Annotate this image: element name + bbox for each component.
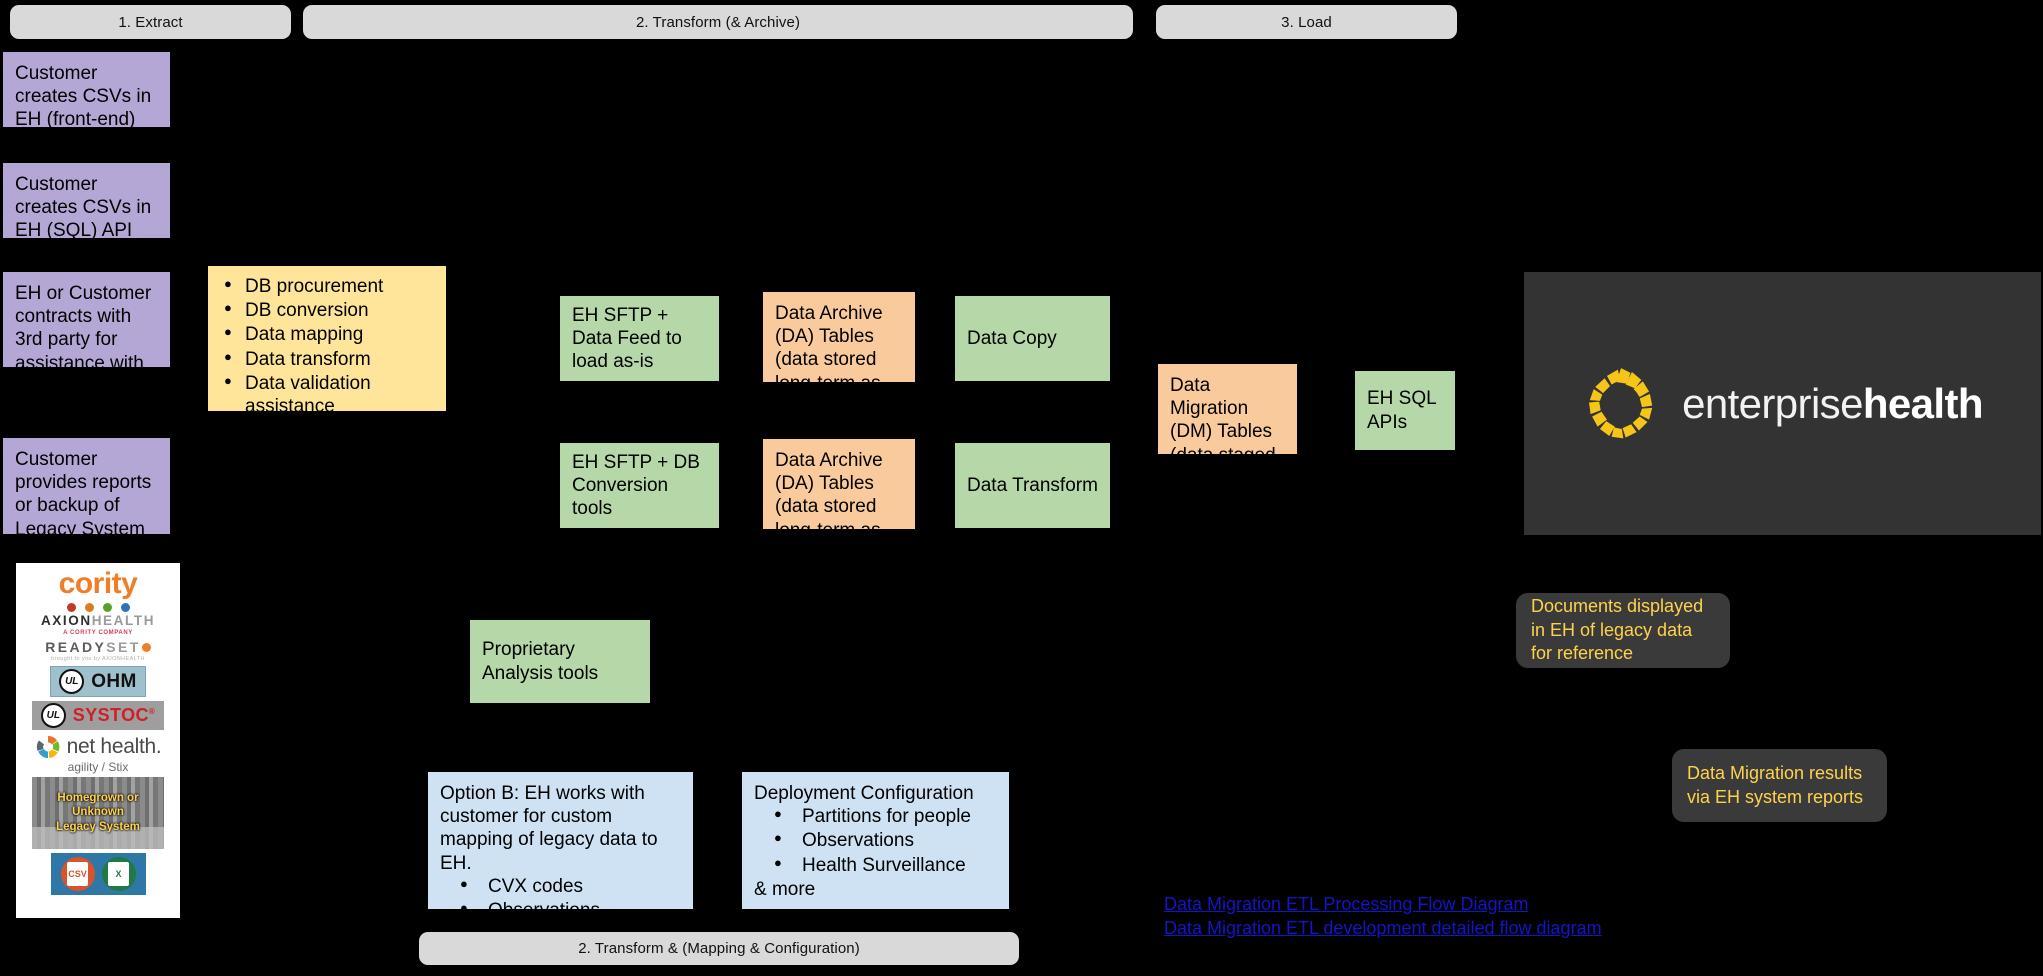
transform-box-data-archive-tables-1[interactable]: Data Archive (DA) Tables (data stored lo…	[763, 292, 915, 417]
phase-header-load[interactable]: 3. Load	[1156, 5, 1457, 39]
list-item: DB procurement	[220, 274, 435, 298]
list-item: Data transform	[220, 347, 435, 371]
logo-ul-ohm: UL OHM	[16, 665, 180, 697]
ul-mark-icon: UL	[40, 702, 66, 728]
transform-box-eh-sftp-data-feed[interactable]: EH SFTP + Data Feed to load as-is	[560, 296, 719, 381]
extract-box-legacy-backup[interactable]: Customer provides reports or backup of L…	[3, 438, 170, 540]
phase-header-transform-mapping[interactable]: 2. Transform & (Mapping & Configuration)	[419, 932, 1019, 965]
legacy-line-2: Legacy System	[56, 820, 140, 833]
extract-box-csv-sql[interactable]: Customer creates CSVs in EH (SQL) API fo…	[3, 163, 170, 265]
mapping-list: Partitions for people Observations Healt…	[754, 804, 998, 878]
list-item: Observations	[440, 898, 682, 922]
list-item: Observations	[754, 828, 998, 852]
net-health-wheel-icon	[35, 734, 61, 760]
phase-header-extract[interactable]: 1. Extract	[10, 5, 291, 39]
legacy-system-overlay-text: Homegrown or Unknown Legacy System	[32, 791, 164, 834]
extract-box-third-party[interactable]: EH or Customer contracts with 3rd party …	[3, 272, 170, 397]
logo-cority: cority	[58, 567, 138, 600]
list-item: DB conversion	[220, 298, 435, 322]
brand-row: enterprisehealth	[1582, 365, 1984, 443]
proprietary-analysis-tools-box[interactable]: Proprietary Analysis tools	[470, 620, 650, 703]
mapping-box-deployment-config[interactable]: Deployment Configuration Partitions for …	[742, 772, 1009, 909]
excel-file-icon: X	[101, 856, 136, 891]
mapping-box-option-b[interactable]: Option B: EH works with customer for cus…	[428, 772, 693, 921]
mapping-heading: Deployment Configuration	[754, 783, 974, 804]
callout-dm-results[interactable]: Data Migration results via EH system rep…	[1672, 749, 1887, 822]
legacy-vendor-logo-column: cority AXIONHEALTH A CORITY COMPANY READ…	[16, 563, 180, 918]
ohm-wordmark: OHM	[91, 670, 137, 692]
list-item: Health Surveillance	[754, 853, 998, 877]
net-health-wordmark: net health.	[66, 735, 162, 758]
phase-label: 2. Transform (& Archive)	[635, 13, 801, 31]
third-party-services-box[interactable]: DB procurement DB conversion Data mappin…	[208, 266, 446, 417]
net-health-tagline: agility / Stix	[67, 759, 129, 774]
load-box-eh-sql-apis[interactable]: EH SQL APIs	[1355, 371, 1455, 450]
systoc-wordmark: SYSTOC®	[72, 705, 156, 725]
list-item: CVX codes	[440, 874, 682, 898]
readyset-wordmark: READYSET	[45, 640, 151, 654]
logo-ul-systoc: UL SYSTOC®	[16, 700, 180, 730]
load-box-dm-tables[interactable]: Data Migration (DM) Tables (data staged …	[1158, 364, 1297, 489]
callout-documents-displayed[interactable]: Documents displayed in EH of legacy data…	[1516, 593, 1730, 668]
phase-label: 1. Extract	[118, 13, 183, 31]
list-item: Partitions for people	[754, 804, 998, 828]
list-item: Data mapping	[220, 322, 435, 346]
phase-header-transform[interactable]: 2. Transform (& Archive)	[303, 5, 1133, 39]
readyset-tagline: brought to you by AXIONHEALTH	[51, 655, 145, 662]
transform-box-data-copy[interactable]: Data Copy	[955, 296, 1110, 381]
transform-box-data-archive-tables-2[interactable]: Data Archive (DA) Tables (data stored lo…	[763, 439, 915, 564]
axion-wordmark: AXIONHEALTH	[40, 613, 156, 628]
extract-box-csv-frontend[interactable]: Customer creates CSVs in EH (front-end) …	[3, 52, 170, 154]
logo-csv-excel: CSV X	[16, 852, 180, 895]
csv-file-icon: CSV	[60, 856, 95, 891]
transform-box-eh-sftp-db-conversion[interactable]: EH SFTP + DB Conversion tools	[560, 443, 719, 528]
link-etl-detailed-flow[interactable]: Data Migration ETL development detailed …	[1164, 917, 1602, 938]
link-etl-processing-flow[interactable]: Data Migration ETL Processing Flow Diagr…	[1164, 894, 1529, 914]
enterprise-health-brand-panel: enterprisehealth	[1524, 272, 2041, 535]
legacy-line-1: Homegrown or Unknown	[57, 791, 139, 819]
brand-word-light: enterprise	[1682, 379, 1863, 427]
axion-dots-icon	[66, 603, 130, 612]
logo-readyset: READYSET brought to you by AXIONHEALTH	[16, 640, 180, 662]
third-party-services-list: DB procurement DB conversion Data mappin…	[220, 274, 435, 419]
diagram-links: Data Migration ETL Processing Flow Diagr…	[1164, 893, 1634, 941]
brand-word-bold: health	[1862, 379, 1984, 427]
legacy-system-photo: Homegrown or Unknown Legacy System	[16, 776, 180, 849]
ul-mark-icon: UL	[59, 668, 85, 694]
mapping-list: CVX codes Observations	[440, 874, 682, 923]
mapping-footer: & more	[754, 878, 816, 900]
logo-net-health: net health. agility / Stix	[16, 734, 180, 773]
mapping-heading: Option B: EH works with customer for cus…	[440, 783, 658, 874]
transform-box-data-transform[interactable]: Data Transform	[955, 443, 1110, 528]
list-item: Data validation assistance	[220, 371, 435, 418]
phase-label: 3. Load	[1281, 13, 1332, 31]
phase-label: 2. Transform & (Mapping & Configuration)	[578, 940, 860, 957]
readyset-dot-icon	[141, 643, 151, 653]
sunburst-ring-icon	[1582, 365, 1660, 443]
brand-wordmark: enterprisehealth	[1682, 380, 1983, 428]
logo-axion-health: AXIONHEALTH A CORITY COMPANY	[16, 603, 180, 636]
axion-tagline: A CORITY COMPANY	[63, 629, 133, 636]
